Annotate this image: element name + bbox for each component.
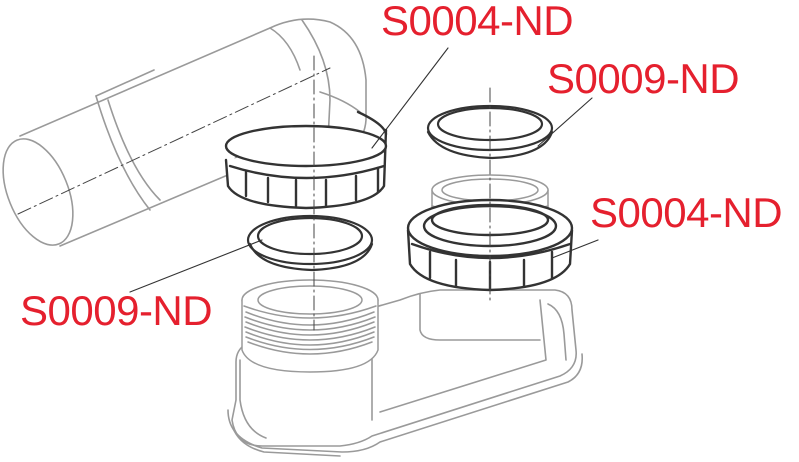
threaded-inlet: [241, 279, 379, 373]
leader-lines: [129, 47, 599, 293]
label-washer-base: S0009-ND: [20, 287, 213, 334]
washer-base: [246, 214, 374, 272]
label-nut-elbow: S0004-ND: [381, 0, 574, 44]
label-nut-outlet: S0004-ND: [590, 189, 783, 236]
center-axes: [17, 55, 491, 331]
label-washer-outlet: S0009-ND: [547, 55, 740, 102]
nut-elbow: [224, 110, 388, 210]
